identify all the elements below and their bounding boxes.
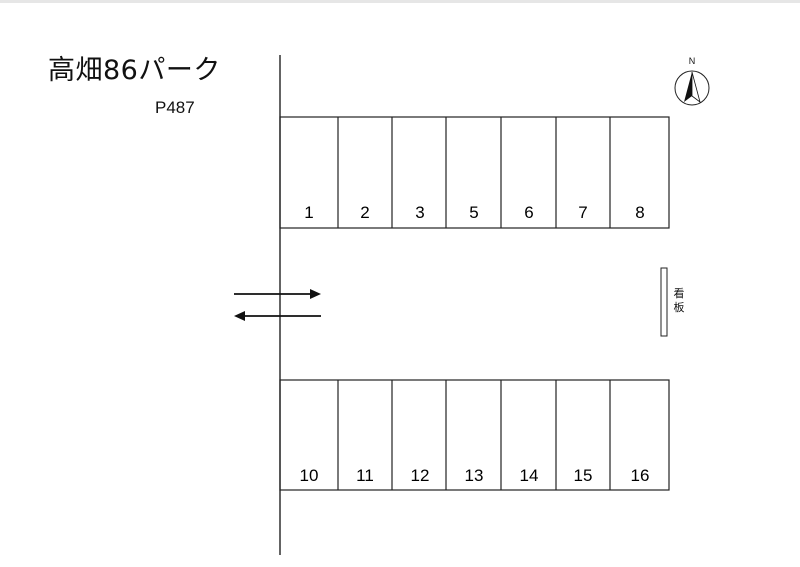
map-title: 高畑86パーク — [48, 55, 221, 86]
lower-parking-row: 10 11 12 13 14 15 16 — [279, 379, 670, 491]
scan-edge — [0, 0, 800, 3]
two-way-arrow-icon — [234, 289, 321, 321]
stall-number: 12 — [411, 466, 430, 485]
stall-number: 7 — [578, 203, 587, 222]
upper-row-outline — [279, 116, 670, 229]
stall-number: 1 — [304, 203, 313, 222]
map-code: P487 — [155, 98, 195, 117]
stall-number: 2 — [360, 203, 369, 222]
north-arrow-icon — [674, 70, 710, 106]
stall-number: 5 — [469, 203, 478, 222]
stall-number: 16 — [631, 466, 650, 485]
lower-row-outline — [279, 379, 670, 491]
stall-number: 10 — [300, 466, 319, 485]
upper-parking-row: 1 2 3 5 6 7 8 — [279, 116, 670, 229]
stall-number: 15 — [574, 466, 593, 485]
stall-number: 8 — [635, 203, 644, 222]
stall-number: 11 — [356, 466, 374, 485]
sign-board — [660, 267, 668, 337]
north-label: N — [688, 56, 696, 66]
stall-number: 13 — [465, 466, 484, 485]
stall-number: 14 — [520, 466, 539, 485]
sign-label: 看板 — [673, 287, 685, 314]
stall-number: 6 — [524, 203, 533, 222]
stall-number: 3 — [415, 203, 424, 222]
